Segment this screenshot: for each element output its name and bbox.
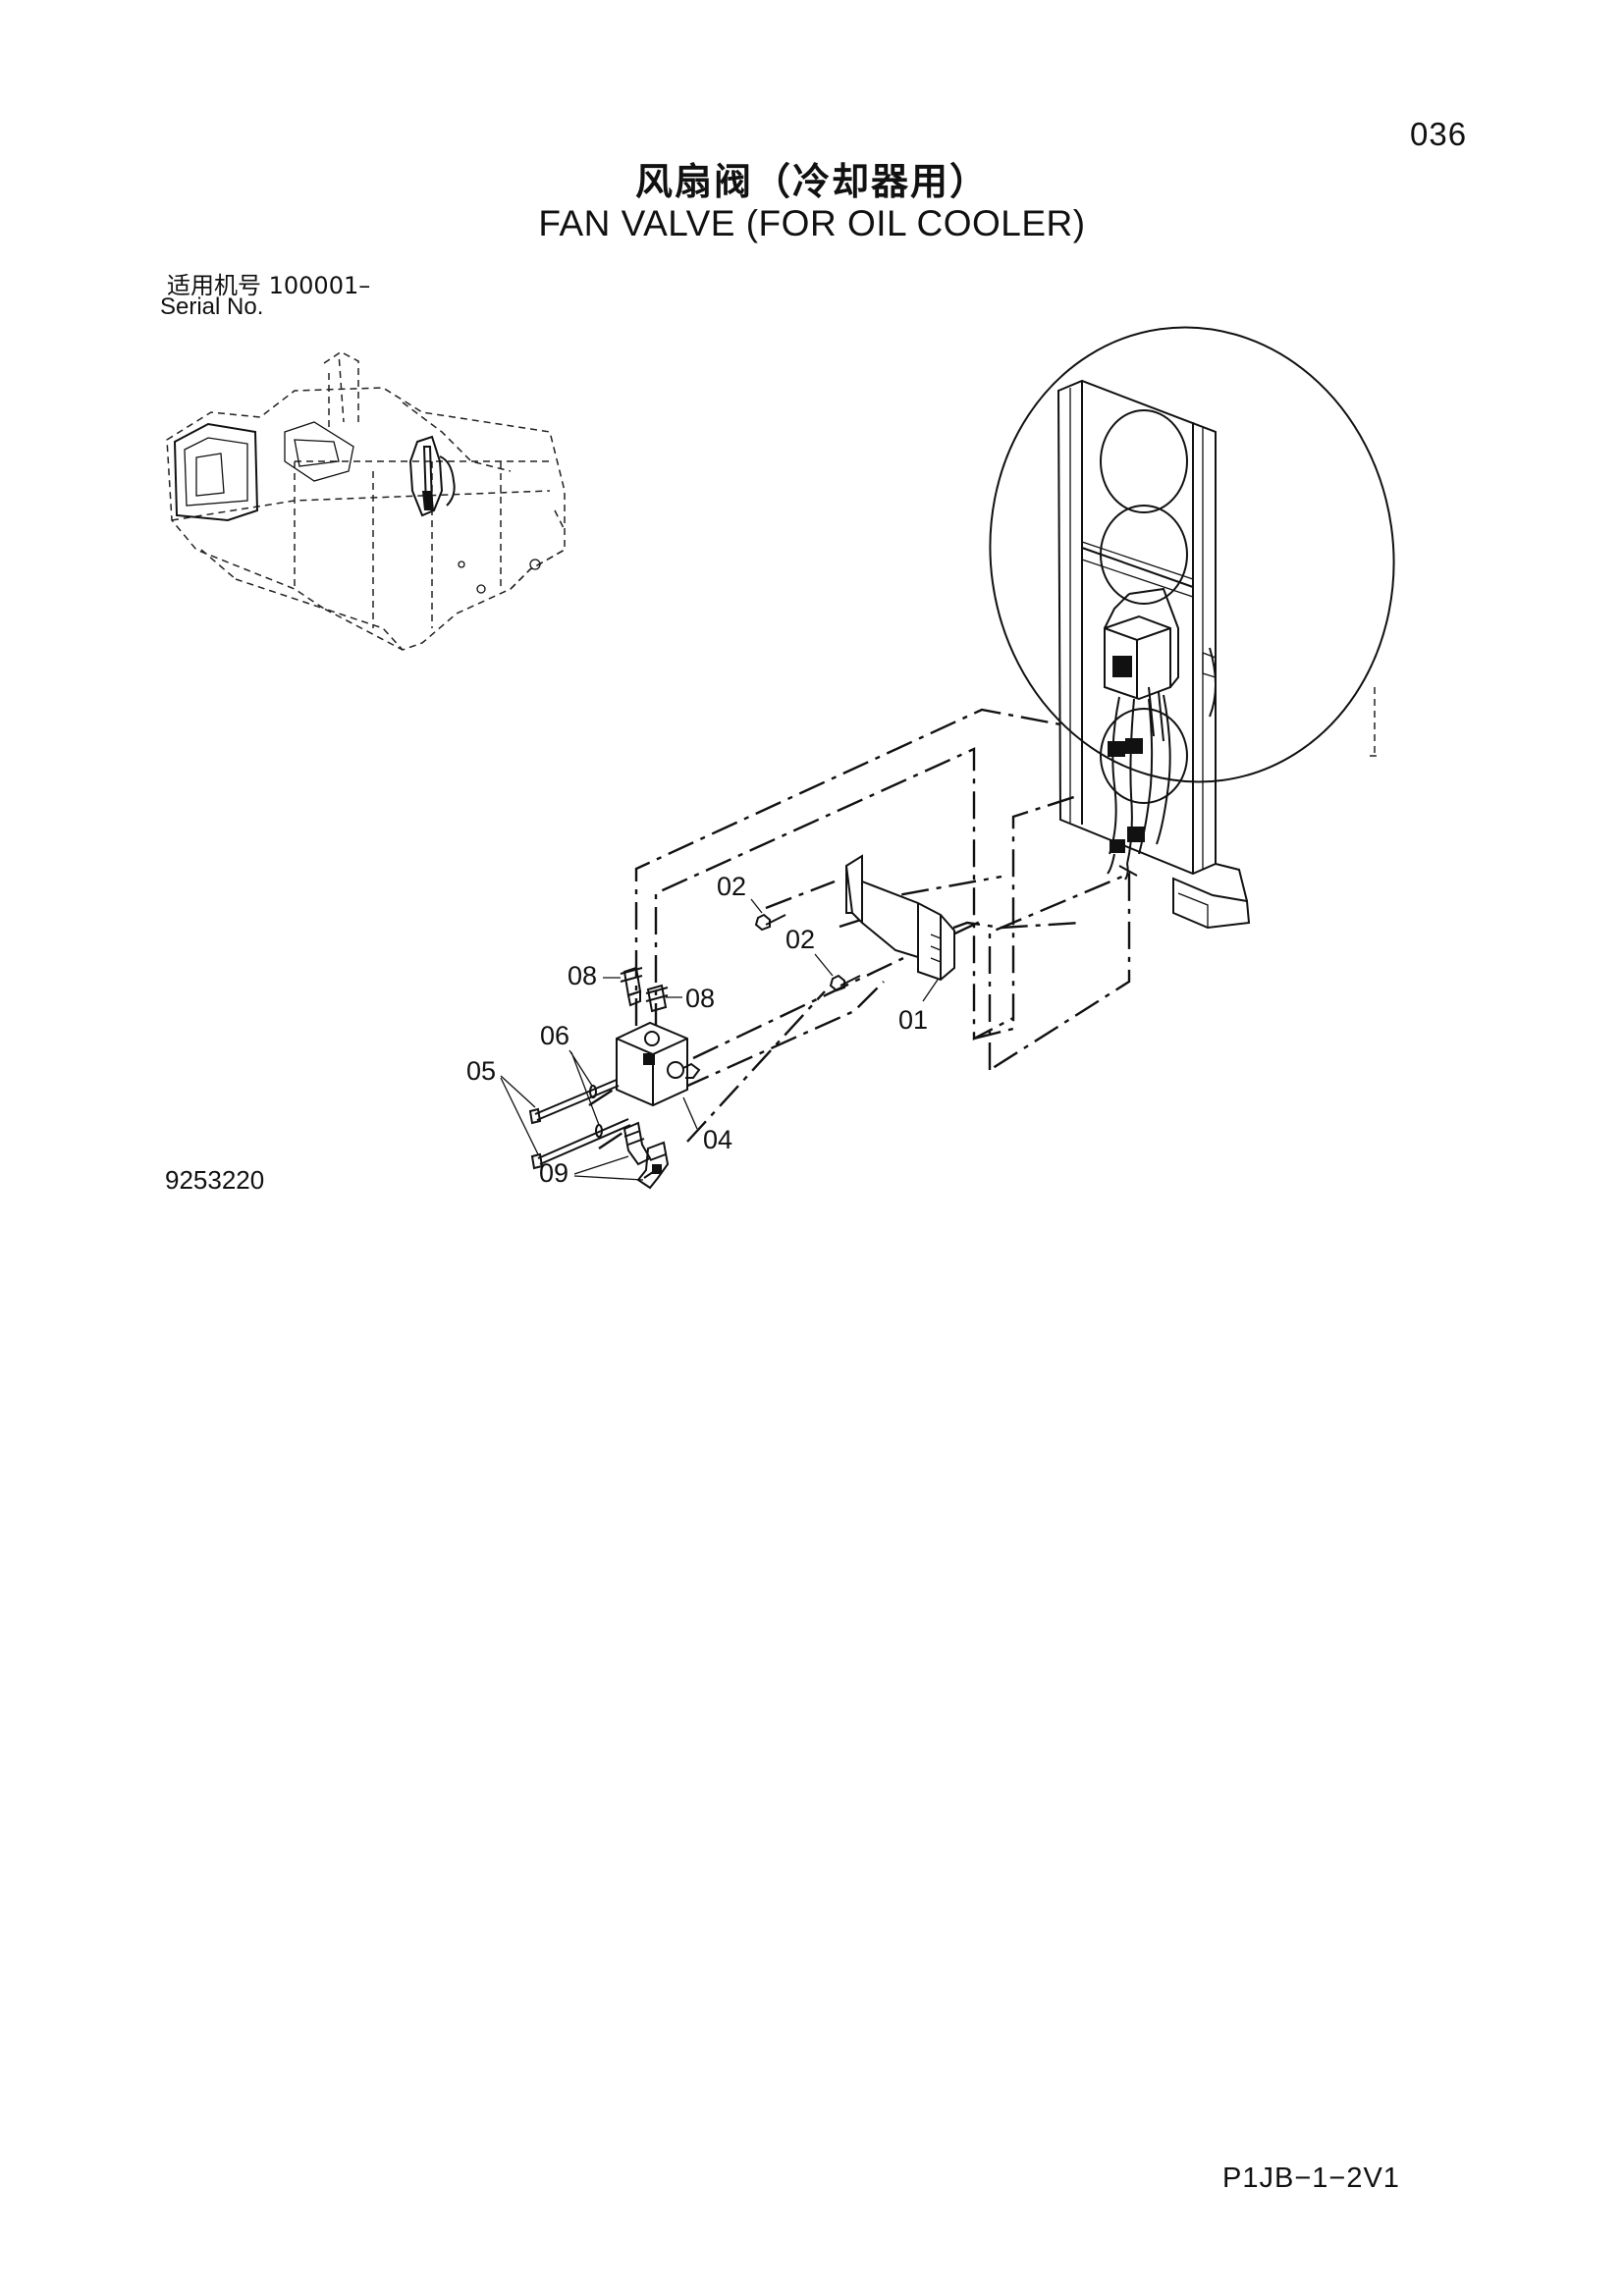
serial-label-chinese: 适用机号 100001– bbox=[167, 272, 371, 299]
machine-overview-illustration bbox=[166, 351, 566, 651]
page-number: 036 bbox=[1410, 116, 1468, 152]
callout-04: 04 bbox=[703, 1125, 732, 1154]
footer-code: P1JB−1−2V1 bbox=[1222, 2163, 1400, 2194]
bolt-part-05 bbox=[528, 1079, 631, 1170]
valve-block-part-04 bbox=[616, 1021, 701, 1107]
callout-08: 08 bbox=[568, 961, 597, 990]
installed-fan-valve bbox=[1104, 587, 1179, 881]
callout-09: 09 bbox=[539, 1158, 568, 1188]
callout-labels: 01 02 02 04 05 06 08 08 09 bbox=[466, 872, 939, 1188]
serial-label-english: Serial No. bbox=[160, 294, 264, 320]
callout-02: 02 bbox=[717, 872, 746, 901]
callout-06: 06 bbox=[540, 1021, 569, 1050]
bracket-part-01 bbox=[844, 854, 955, 982]
callout-08: 08 bbox=[685, 984, 715, 1013]
elbow-fitting-part-09 bbox=[623, 1121, 670, 1190]
callout-01: 01 bbox=[898, 1005, 928, 1035]
callout-05: 05 bbox=[466, 1056, 496, 1086]
fitting-part-08 bbox=[620, 966, 669, 1013]
callout-02: 02 bbox=[785, 925, 815, 954]
bolt-part-02 bbox=[754, 913, 861, 992]
figure-number: 9253220 bbox=[165, 1165, 265, 1195]
page-title-chinese: 风扇阀（冷却器用） bbox=[634, 160, 989, 203]
page-title-english: FAN VALVE (FOR OIL COOLER) bbox=[538, 203, 1086, 243]
oil-cooler-shroud bbox=[989, 326, 1395, 930]
